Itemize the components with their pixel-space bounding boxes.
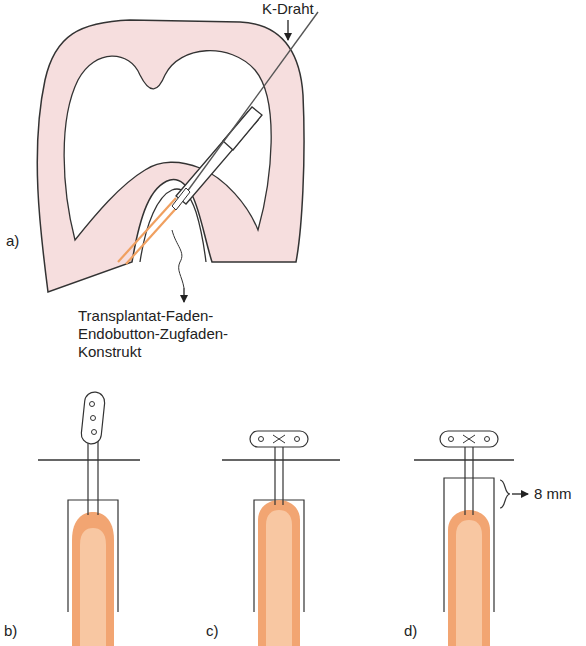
part-label: K-Draht	[262, 0, 314, 18]
leader-line	[512, 493, 528, 494]
femur-section	[37, 20, 304, 292]
panel-label: a)	[6, 232, 19, 250]
panel-c	[222, 431, 340, 646]
panel-label: d)	[404, 622, 417, 640]
part-label: Transplantat-Faden- Endobutton-Zugfaden-…	[78, 307, 273, 361]
dimension-bracket	[500, 480, 510, 508]
panel-label: b)	[4, 622, 17, 640]
panel-d	[414, 431, 528, 646]
leader-line	[183, 288, 184, 302]
graft-construct	[118, 188, 190, 288]
dimension-label: 8 mm	[534, 485, 572, 503]
femoral-tunnel	[176, 12, 318, 204]
leader-line	[287, 20, 288, 40]
panel-label: c)	[206, 622, 219, 640]
k-wire	[181, 12, 318, 200]
panel-b	[38, 391, 140, 646]
